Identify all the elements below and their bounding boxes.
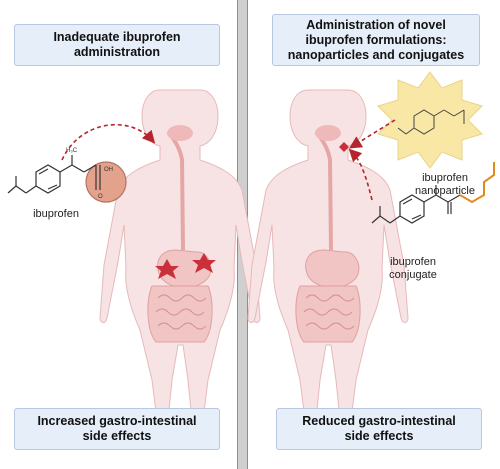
ibuprofen-nanoparticle — [377, 71, 483, 169]
left-star-1-icon — [155, 259, 179, 279]
nanoparticle-label: ibuprofen nanoparticle — [415, 172, 475, 197]
mouth-marker-icon — [339, 142, 349, 152]
left-star-2-icon — [192, 253, 216, 273]
conjugate-label: ibuprofen conjugate — [389, 256, 437, 281]
atom-label-ch3: H₃C — [66, 148, 78, 154]
ibuprofen-molecule — [7, 155, 127, 203]
ibuprofen-conjugate-molecule — [371, 185, 461, 224]
atom-label-oh: OH — [104, 167, 113, 173]
atom-label-o: O — [98, 194, 103, 200]
conjugate-linker — [459, 162, 495, 204]
left-footer-box: Increased gastro-intestinal side effects — [14, 408, 220, 450]
right-administration-arrow — [348, 119, 396, 149]
left-administration-arrow — [61, 123, 156, 161]
right-digestive-tract — [295, 125, 361, 343]
left-digestive-tract — [147, 125, 213, 343]
right-title-box: Administration of novel ibuprofen formul… — [272, 14, 480, 66]
left-title-box: Inadequate ibuprofen administration — [14, 24, 220, 66]
ibuprofen-label: ibuprofen — [33, 208, 79, 220]
right-footer-box: Reduced gastro-intestinal side effects — [276, 408, 482, 450]
conjugate-arrow — [348, 148, 373, 201]
